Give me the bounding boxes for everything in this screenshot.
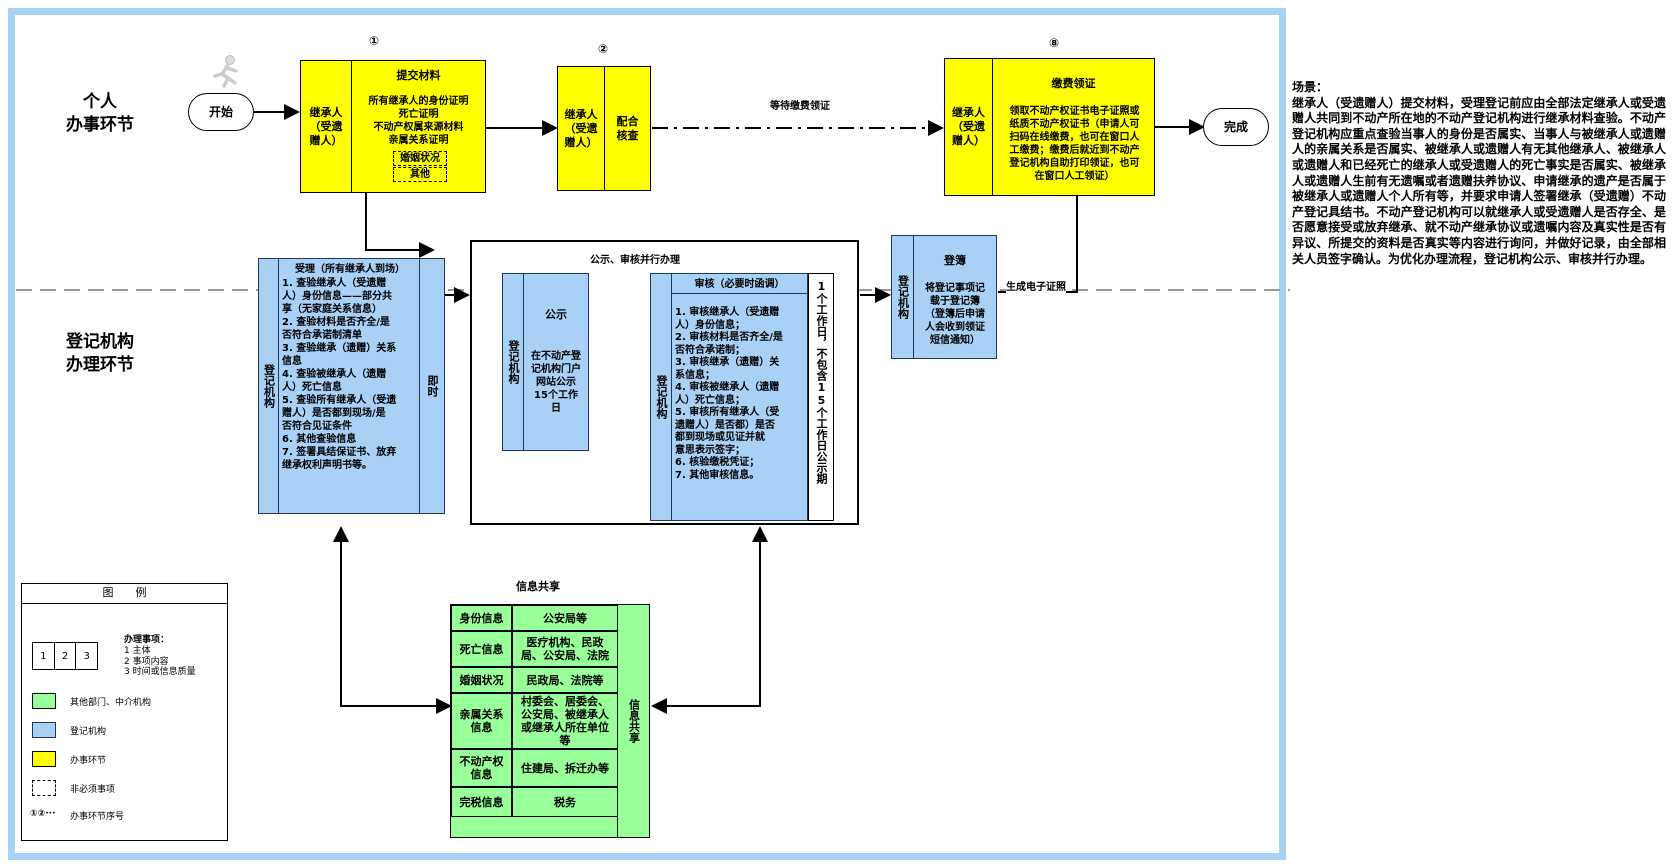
legend-matters-title: 办理事项： [124, 635, 170, 645]
legend-dashed-label: 非必须事项 [70, 785, 116, 795]
info-share-row-source: 公安局等 [512, 605, 618, 631]
info-share-row-label: 死亡信息 [451, 631, 512, 667]
step-marker-1: ① [369, 34, 380, 48]
step8-actor: 继承人 （受遗 赠人） [952, 106, 985, 147]
arrow-step1-accept [365, 193, 435, 258]
step2-content-cell: 配合 核查 [604, 66, 651, 191]
review-actor: 登记机构 [655, 375, 668, 419]
info-share-row-label: 不动产权 信息 [451, 749, 512, 787]
info-share-row-source: 住建局、拆迁办等 [512, 749, 618, 787]
legend-matters-lines: 1 主体 2 事项内容 3 时间或信息质量 [124, 646, 196, 677]
review-actor-cell: 登记机构 [650, 273, 672, 521]
info-share-row-source: 税务 [512, 787, 618, 817]
publicity-title: 公示 [545, 308, 567, 321]
info-share-row-label: 完税信息 [451, 787, 512, 817]
info-share-row-label: 身份信息 [451, 605, 512, 631]
publicity-content: 在不动产登 记机构门户 网站公示 15个工作 日 [531, 351, 581, 414]
step2-content: 配合 核查 [616, 114, 639, 142]
step-marker-2: ② [598, 42, 609, 56]
gen-cert-label: 生成电子证照 [1006, 281, 1066, 294]
review-title: 审核（必要时函调） [694, 279, 785, 290]
diagram-frame [8, 8, 1286, 860]
publicity-actor-cell: 登记机构 [502, 273, 524, 451]
info-share-side-label: 信息共享 [627, 699, 641, 743]
step1-content-cell: 提交材料 所有继承人的身份证明 死亡证明 不动产权属来源材料 亲属关系证明 婚姻… [351, 60, 486, 193]
step1-actor-cell: 继承人 （受遗 赠人） [300, 60, 352, 193]
legend-cells: 1 2 3 [32, 642, 99, 670]
review-items: 1. 审核继承人（受遗赠 人）身份信息； 2. 审核材料是否齐全/是 否符合承诺… [675, 307, 783, 481]
legend-green-label: 其他部门、中介机构 [70, 698, 152, 708]
scenario-body: 继承人（受遗赠人）提交材料，受理登记前应由全部法定继承人或受遗赠人共同到不动产所… [1292, 95, 1666, 266]
legend-yellow-label: 办事环节 [70, 756, 107, 766]
step1-title: 提交材料 [396, 69, 441, 82]
info-share-title: 信息共享 [516, 580, 560, 593]
info-share-row-label: 亲属关系 信息 [451, 693, 512, 749]
step1-actor: 继承人 （受遗 赠人） [309, 105, 343, 147]
info-share-row-label: 婚姻状况 [451, 667, 512, 693]
arrow-review-share [651, 526, 768, 714]
step8-content: 领取不动产权证书电子证照或 纸质不动产权证书（申请人可 扫码在线缴费，也可在窗口… [1009, 106, 1140, 182]
publicity-actor: 登记机构 [507, 340, 520, 384]
legend-blue-label: 登记机构 [70, 727, 107, 737]
arrow-accept-share [333, 526, 452, 714]
info-share-row-source: 医疗机构、民政 局、公安局、法院 [512, 631, 618, 667]
start-node: 开始 [188, 93, 254, 131]
lane-label-personal: 个人 办事环节 [66, 92, 134, 135]
register-actor-cell: 登记机构 [891, 235, 914, 359]
step-marker-8: ⑧ [1049, 36, 1060, 50]
register-actor: 登记机构 [896, 275, 910, 319]
scenario-title: 场景： [1292, 80, 1329, 94]
legend-title: 图 例 [22, 586, 227, 604]
publicity-content-cell: 公示 在不动产登 记机构门户 网站公示 15个工作 日 [523, 273, 589, 451]
wait-label: 等待缴费领证 [770, 101, 830, 112]
accept-content-cell: 受理（所有继承人到场） 1. 查验继承人（受遗赠 人）身份信息——部分共 享（无… [278, 258, 420, 514]
legend-swatch-dashed [32, 780, 56, 796]
step1-optional-other: 其他 [393, 167, 447, 182]
legend-swatch-yellow [32, 751, 56, 767]
scenario-panel: 场景： 继承人（受遗赠人）提交材料，受理登记前应由全部法定继承人或受遗赠人共同到… [1292, 80, 1666, 267]
step8-content-cell: 缴费领证 领取不动产权证书电子证照或 纸质不动产权证书（申请人可 扫码在线缴费，… [992, 58, 1155, 196]
legend-seq-symbol: ①②··· [30, 809, 56, 819]
step1-optional-marriage: 婚姻状况 [393, 151, 447, 166]
step2-actor-cell: 继承人 （受遗 赠人） [557, 66, 605, 191]
legend-seq-label: 办事环节序号 [70, 812, 125, 822]
lane-label-registry: 登记机构 办理环节 [66, 332, 134, 375]
info-share-side: 信息共享 [617, 604, 650, 838]
review-time-cell: 1个工作日，不包含15个工作日公示期 [808, 273, 834, 521]
step2-actor: 继承人 （受遗 赠人） [564, 107, 598, 149]
register-title: 登簿 [944, 254, 966, 267]
info-share-row-source: 村委会、居委会、 公安局、被继承人 或继承人所在单位 等 [512, 693, 618, 749]
info-share-table: 身份信息公安局等死亡信息医疗机构、民政 局、公安局、法院婚姻状况民政局、法院等亲… [450, 604, 650, 838]
accept-actor: 登记机构 [262, 364, 276, 408]
accept-title: 受理（所有继承人到场） [295, 264, 405, 275]
parallel-title: 公示、审核并行办理 [590, 255, 680, 266]
runner-icon [208, 54, 242, 88]
register-content: 将登记事项记 载于登记簿 （登簿后申请 人会收到领证 短信通知） [925, 283, 985, 346]
legend-box: 图 例 1 2 3 办理事项： 1 主体 2 事项内容 3 时间或信息质量 其他… [21, 583, 228, 841]
legend-cell-1: 1 [32, 642, 55, 670]
accept-items: 1. 查验继承人（受遗赠 人）身份信息——部分共 享（无家庭关系信息） 2. 查… [282, 278, 397, 471]
info-share-row-source: 民政局、法院等 [512, 667, 618, 693]
legend-cell-3: 3 [76, 642, 99, 670]
register-content-cell: 登簿 将登记事项记 载于登记簿 （登簿后申请 人会收到领证 短信通知） [913, 235, 997, 359]
step8-title: 缴费领证 [1051, 77, 1096, 90]
legend-swatch-green [32, 693, 56, 709]
legend-swatch-blue [32, 722, 56, 738]
accept-actor-cell: 登记机构 [258, 258, 279, 514]
finish-node: 完成 [1203, 108, 1269, 146]
review-time: 1个工作日，不包含15个工作日公示期 [815, 280, 828, 484]
accept-time: 即时 [426, 375, 439, 397]
step1-materials: 所有继承人的身份证明 死亡证明 不动产权属来源材料 亲属关系证明 [368, 96, 469, 146]
accept-time-cell: 即时 [419, 258, 445, 514]
review-content-cell: 审核（必要时函调） 1. 审核继承人（受遗赠 人）身份信息； 2. 审核材料是否… [671, 273, 808, 521]
step8-actor-cell: 继承人 （受遗 赠人） [944, 58, 993, 196]
legend-cell-2: 2 [54, 642, 77, 670]
